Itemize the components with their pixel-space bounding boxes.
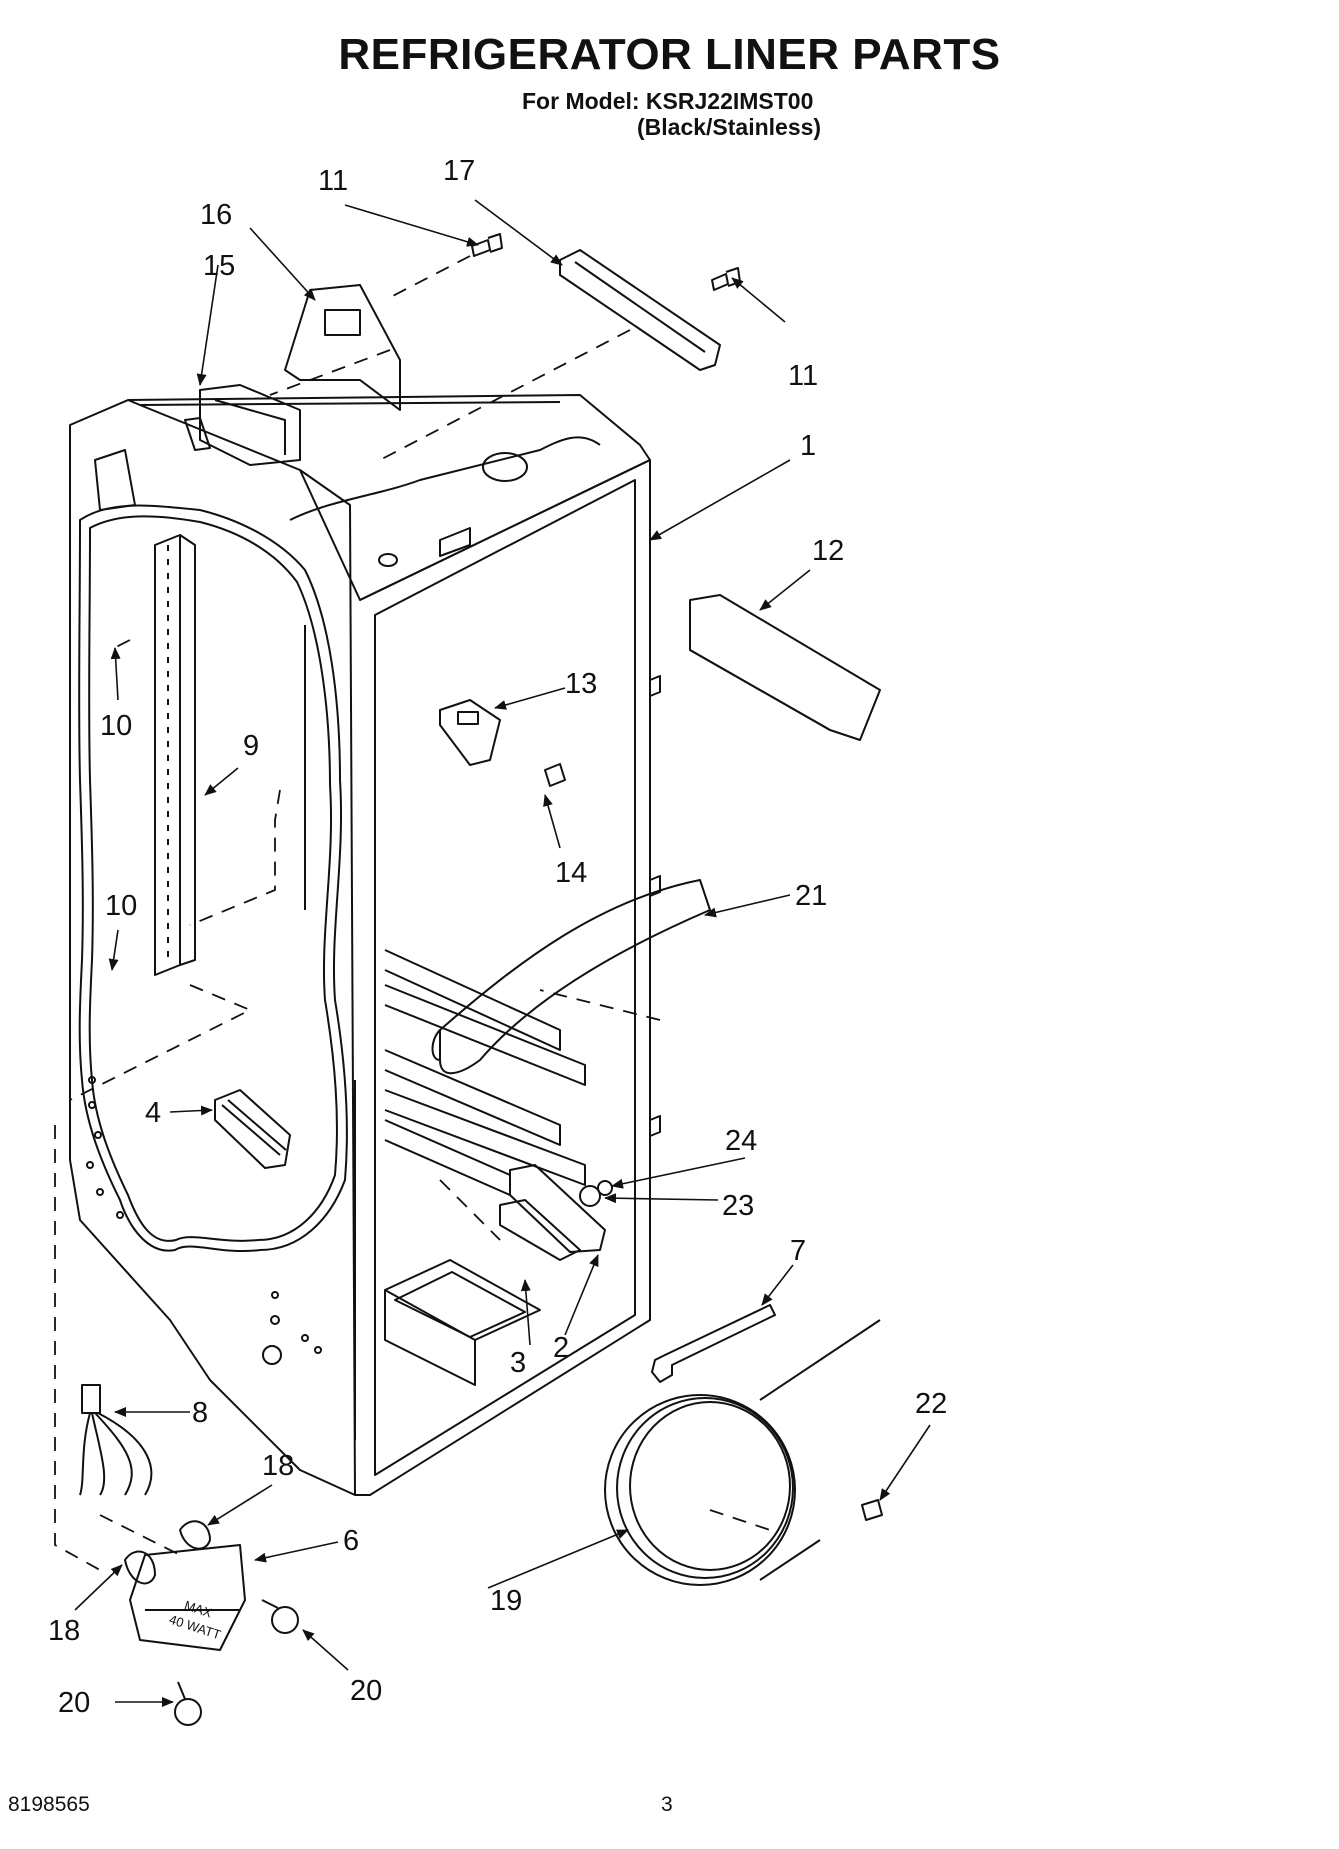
part-13-bracket	[439, 699, 501, 766]
callout-4: 4	[145, 1097, 161, 1129]
callout-21: 21	[795, 880, 827, 912]
bulb-cover-watt: 40 WATT	[167, 1612, 223, 1643]
callout-20-right: 20	[350, 1675, 382, 1707]
callout-8: 8	[192, 1397, 208, 1429]
part-17-rail	[559, 249, 721, 371]
callout-17: 17	[443, 155, 475, 187]
callout-3: 3	[510, 1347, 526, 1379]
callout-numbers: 17 11 16 15 11 1 12 10 9 13 14 10 21 4 2…	[48, 155, 947, 1719]
callout-9: 9	[243, 730, 259, 762]
callout-15: 15	[203, 250, 235, 282]
callout-19: 19	[490, 1585, 522, 1617]
part-11-screw-a	[471, 233, 503, 257]
callout-10-upper: 10	[100, 710, 132, 742]
callout-11-right: 11	[788, 360, 818, 392]
part-15-control-housing	[184, 384, 301, 466]
assembly-guide-lines	[54, 255, 771, 1571]
part-12-tray	[689, 594, 881, 741]
page-number: 3	[661, 1793, 673, 1816]
part-3-bracket	[499, 1199, 581, 1261]
callout-18-left: 18	[48, 1615, 80, 1647]
part-6-light-housing	[129, 1544, 246, 1651]
callout-12: 12	[812, 535, 844, 567]
part-9-shelf-ladder	[154, 534, 196, 976]
callout-10-lower: 10	[105, 890, 137, 922]
model-number: For Model: KSRJ22IMST00	[522, 88, 814, 114]
part-11-screw-b	[711, 267, 741, 291]
callout-13: 13	[565, 668, 597, 700]
part-20-bulb-a	[261, 1599, 299, 1634]
callout-22: 22	[915, 1388, 947, 1420]
callout-24: 24	[725, 1125, 757, 1157]
refrigerator-liner	[69, 394, 661, 1496]
part-2-bracket	[509, 1164, 606, 1253]
part-8-wire-harness	[79, 1384, 153, 1496]
callout-2: 2	[553, 1332, 569, 1364]
part-18-clip-b	[124, 1550, 156, 1585]
callout-23: 23	[722, 1190, 754, 1222]
model-variant: (Black/Stainless)	[637, 114, 822, 140]
part-18-clip-a	[179, 1520, 211, 1550]
part-19-coiled-wire	[604, 1319, 881, 1586]
callout-16: 16	[200, 199, 232, 231]
callout-1: 1	[800, 430, 816, 462]
part-16-bracket	[284, 284, 401, 411]
part-22-screw	[861, 1499, 883, 1521]
callout-18-right: 18	[262, 1450, 294, 1482]
page-title: REFRIGERATOR LINER PARTS	[338, 30, 1001, 79]
callout-20-left: 20	[58, 1687, 90, 1719]
part-14-screw	[544, 763, 566, 787]
callout-11-top: 11	[318, 165, 348, 197]
part-7-cable-tie	[651, 1304, 776, 1383]
document-number: 8198565	[8, 1793, 90, 1816]
bulb-cover-label: MAX 40 WATT	[167, 1598, 223, 1643]
part-20-bulb-b	[174, 1681, 202, 1726]
callout-7: 7	[790, 1235, 806, 1267]
callout-14: 14	[555, 857, 587, 889]
callout-arrows	[74, 199, 931, 1707]
part-21-air-duct	[431, 879, 711, 1075]
part-4-grille	[214, 1089, 291, 1169]
callout-6: 6	[343, 1525, 359, 1557]
